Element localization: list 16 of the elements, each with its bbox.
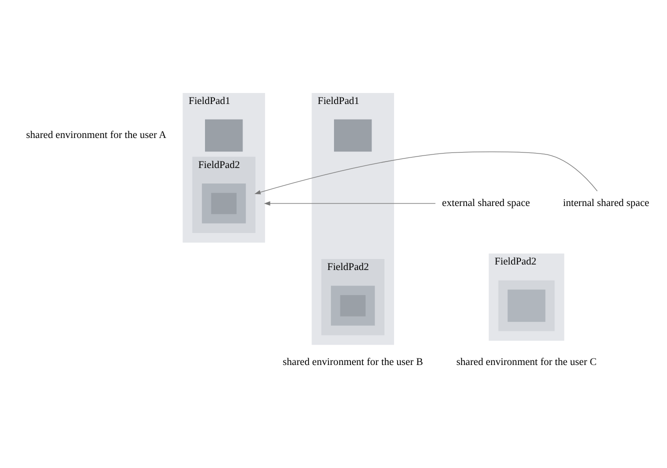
node-label: shared environment for the user C (456, 357, 597, 368)
node-box (334, 119, 372, 152)
node-text: external shared space (442, 198, 530, 209)
arrow (264, 201, 436, 206)
node-label: shared environment for the user A (26, 130, 166, 141)
node-label: shared environment for the user B (282, 357, 423, 368)
cluster (498, 280, 555, 332)
arrow (254, 151, 598, 194)
node-box (508, 290, 546, 322)
node-text: internal shared space (562, 198, 650, 209)
cluster: FieldPad2 (192, 156, 256, 233)
cluster: FieldPad2 (321, 259, 384, 336)
cluster (202, 184, 246, 224)
cluster: FieldPad2 (488, 254, 564, 341)
cluster (330, 286, 375, 326)
node-box (205, 119, 243, 152)
